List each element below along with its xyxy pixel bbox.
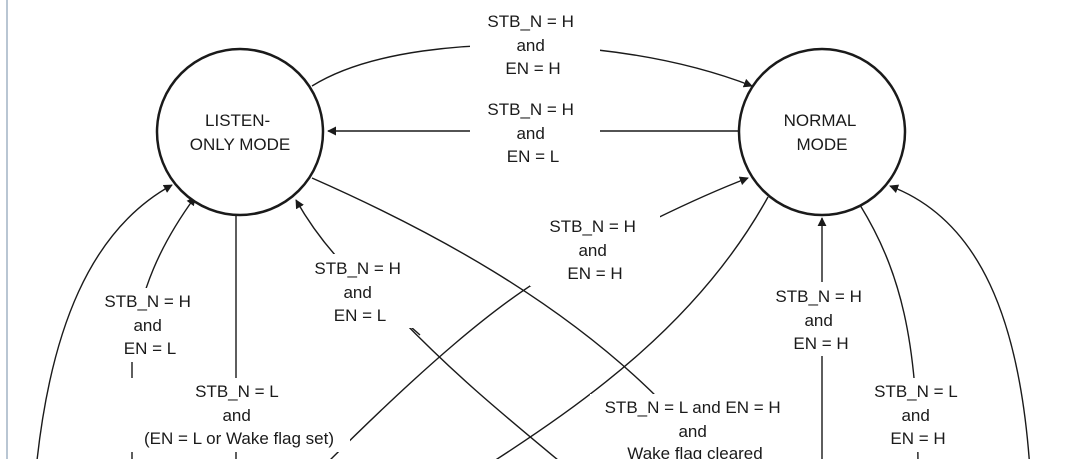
node-normal-label-line2: MODE: [797, 135, 848, 154]
label-lower-to-normal-vertical: STB_N = H and EN = H: [775, 287, 866, 353]
label-lower-to-listen-inner: STB_N = H and EN = L: [314, 259, 405, 325]
edge-lower-to-normal-outer: [889, 184, 1030, 459]
node-normal-mode: NORMAL MODE: [737, 47, 907, 217]
label-lower-to-listen-left: STB_N = H and EN = L: [104, 292, 195, 358]
edge-inner-to-lower: [399, 317, 558, 459]
edge-lower-to-listen-outer: [36, 184, 173, 459]
svg-text:LISTEN- ONLY MODE: LISTEN- ONLY MODE: [190, 111, 290, 154]
label-normal-to-listen-mid: STB_N = H and EN = L: [487, 100, 578, 166]
node-listen-only-label-line1: LISTEN-: [205, 111, 270, 130]
edge-normal-to-lower-diagonal: [495, 196, 769, 459]
label-listen-to-normal-top: STB_N = H and EN = H: [487, 12, 578, 78]
label-lower-to-normal-diagonal: STB_N = H and EN = H: [549, 217, 640, 283]
label-listen-down: STB_N = L and (EN = L or Wake flag set): [144, 382, 334, 448]
label-listen-to-lower-cross: STB_N = L and EN = H and Wake flag clear…: [605, 398, 786, 459]
label-normal-to-lower-right: STB_N = L and EN = H: [874, 382, 962, 448]
node-listen-only-label-line2: ONLY MODE: [190, 135, 290, 154]
node-normal-label-line1: NORMAL: [784, 111, 856, 130]
svg-text:NORMAL MODE: NORMAL MODE: [784, 111, 861, 154]
node-listen-only-mode: LISTEN- ONLY MODE: [155, 47, 325, 217]
